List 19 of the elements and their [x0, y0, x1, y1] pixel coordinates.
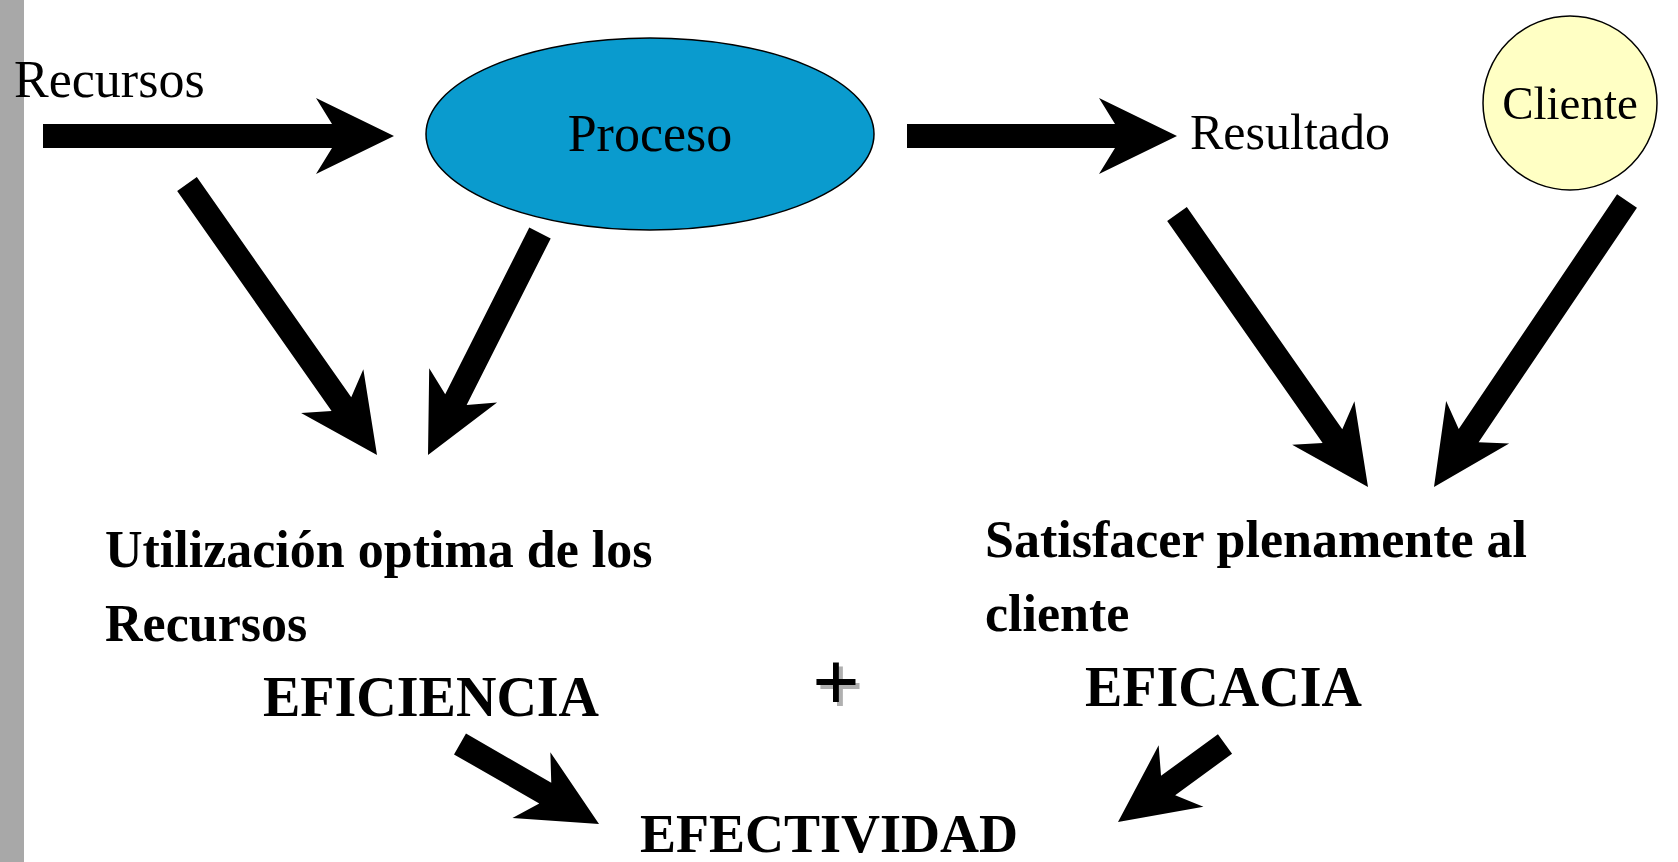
node-label: Cliente	[1502, 75, 1638, 130]
arrow	[907, 98, 1177, 174]
arrow	[454, 733, 599, 824]
node-label: EFECTIVIDAD	[640, 803, 1019, 862]
process-ellipse	[425, 37, 875, 231]
arrow	[1118, 734, 1233, 822]
node-label: Recursos	[14, 50, 205, 110]
goal-text: Satisfacer plenamente al cliente	[985, 510, 1529, 644]
arrow	[1434, 194, 1637, 487]
arrow	[177, 177, 377, 455]
node-label: Proceso	[567, 104, 733, 164]
arrow	[43, 98, 394, 174]
arrow	[1167, 207, 1368, 487]
node-label: Resultado	[1190, 104, 1390, 162]
plus-sign: +	[812, 640, 860, 724]
goal-text: Utilización optima de los Recursos	[105, 520, 654, 654]
arrow	[428, 227, 551, 455]
concept-label: EFICIENCIA	[263, 664, 600, 730]
concept-label: EFICACIA	[1085, 654, 1362, 720]
